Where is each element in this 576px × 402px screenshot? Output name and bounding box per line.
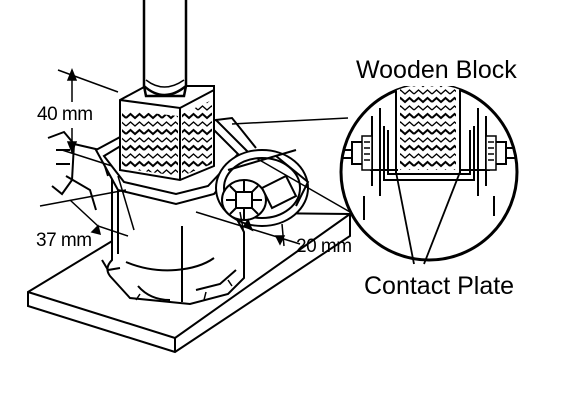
contact-plate-leaders bbox=[395, 171, 461, 265]
dimension-20mm-label: 20 mm bbox=[296, 236, 352, 257]
wooden-block-label: Wooden Block bbox=[356, 56, 517, 84]
dimension-40mm-label: 40 mm bbox=[37, 104, 93, 125]
detail-circle bbox=[339, 78, 519, 262]
contact-plate-label: Contact Plate bbox=[364, 272, 515, 300]
press-shaft bbox=[142, 0, 188, 98]
dimension-37mm bbox=[39, 175, 135, 237]
wooden-block bbox=[119, 85, 215, 182]
housing bbox=[101, 176, 245, 306]
detail-leader bbox=[231, 117, 351, 213]
dimension-37mm-label: 37 mm bbox=[36, 230, 92, 251]
dimension-20mm bbox=[195, 211, 301, 247]
rotor-gear bbox=[215, 149, 310, 227]
dimension-40mm bbox=[57, 67, 119, 167]
